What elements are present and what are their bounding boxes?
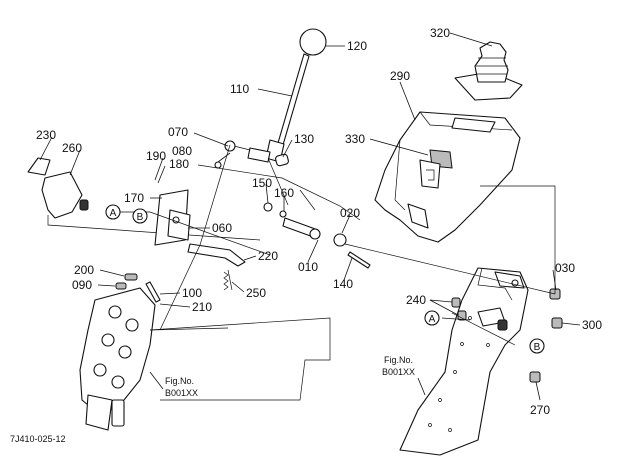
label-060: 060 xyxy=(212,221,232,235)
label-230: 230 xyxy=(36,128,56,142)
knob-330 xyxy=(419,149,453,189)
reference-lines xyxy=(118,144,556,401)
diagram-code: 7J410-025-12 xyxy=(10,434,66,444)
lever-plate xyxy=(154,189,246,291)
marker-a-left: A xyxy=(105,204,121,220)
svg-text:A: A xyxy=(429,314,436,325)
svg-text:Fig.No.: Fig.No. xyxy=(165,376,194,386)
svg-text:B001XX: B001XX xyxy=(165,388,198,398)
left-lever-group xyxy=(27,157,261,241)
label-240: 240 xyxy=(406,293,426,307)
linkage-rod xyxy=(214,140,371,269)
control-lever xyxy=(247,28,327,206)
spring-250 xyxy=(223,271,229,291)
marker-b-left: B xyxy=(132,208,148,224)
label-220: 220 xyxy=(258,249,278,263)
label-170: 170 xyxy=(124,191,144,205)
label-210: 210 xyxy=(192,300,212,314)
control-valve xyxy=(79,273,229,431)
label-150: 150 xyxy=(252,176,272,190)
marker-a-right: A xyxy=(424,310,440,326)
svg-text:B: B xyxy=(534,342,541,353)
label-010: 010 xyxy=(298,260,318,274)
label-330: 330 xyxy=(345,132,365,146)
label-300: 300 xyxy=(582,318,602,332)
label-090: 090 xyxy=(72,278,92,292)
label-260: 260 xyxy=(62,141,82,155)
svg-text:Fig.No.: Fig.No. xyxy=(384,355,413,365)
label-110: 110 xyxy=(230,82,249,96)
label-100: 100 xyxy=(182,286,202,300)
label-320: 320 xyxy=(430,26,450,40)
label-080: 080 xyxy=(172,144,192,158)
svg-text:B: B xyxy=(137,212,144,223)
label-270: 270 xyxy=(530,403,550,417)
label-200: 200 xyxy=(74,263,94,277)
svg-text:A: A xyxy=(110,208,117,219)
rubber-boot xyxy=(454,41,523,101)
lever-cover xyxy=(374,111,521,243)
label-140: 140 xyxy=(333,277,353,291)
part-labels: 120 110 130 070 080 190 180 230 260 170 … xyxy=(36,26,602,417)
bracket-small-parts xyxy=(451,288,563,383)
marker-b-right: B xyxy=(529,338,545,354)
label-030: 030 xyxy=(555,261,575,275)
label-070: 070 xyxy=(168,125,188,139)
leader-lines xyxy=(39,32,581,401)
label-120: 120 xyxy=(347,39,367,53)
label-160: 160 xyxy=(274,186,294,200)
svg-text:B001XX: B001XX xyxy=(382,367,415,377)
label-020: 020 xyxy=(340,206,360,220)
figref-left: Fig.No. B001XX xyxy=(149,371,198,398)
label-180: 180 xyxy=(169,157,189,171)
label-190: 190 xyxy=(146,149,166,163)
figref-right: Fig.No. B001XX xyxy=(382,355,426,396)
label-250: 250 xyxy=(246,286,266,300)
label-290: 290 xyxy=(390,69,410,83)
label-130: 130 xyxy=(294,132,314,146)
